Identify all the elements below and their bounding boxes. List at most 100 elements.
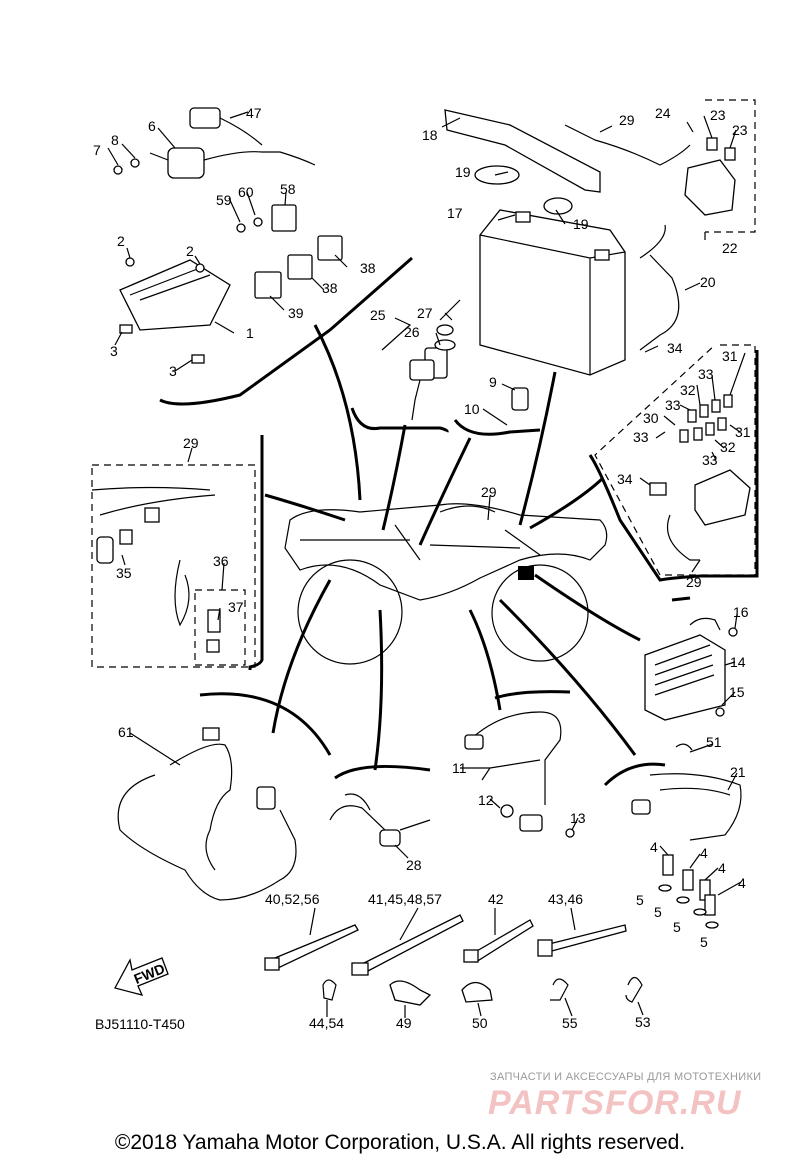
callout-44-54: 44,54 (309, 1015, 344, 1031)
callout-5a: 5 (636, 892, 644, 908)
callout-3b: 3 (169, 363, 177, 379)
callout-34b: 34 (617, 471, 633, 487)
callout-59: 59 (216, 192, 232, 208)
callout-4d: 4 (738, 875, 746, 891)
leader-lines (107, 111, 746, 1018)
fuses (679, 394, 733, 443)
callout-31b: 31 (735, 424, 751, 440)
callout-10: 10 (464, 401, 480, 417)
callout-3a: 3 (110, 343, 118, 359)
fuse-box (649, 469, 751, 561)
callout-38a: 38 (360, 260, 376, 276)
left-harness-group-outline (91, 464, 256, 668)
callout-21: 21 (730, 764, 746, 780)
callout-5b: 5 (654, 904, 662, 920)
callout-36: 36 (213, 553, 229, 569)
sensor-10 (511, 387, 529, 411)
main-switch (409, 299, 461, 421)
callout-2b: 2 (186, 243, 194, 259)
callout-61: 61 (118, 724, 134, 740)
callout-2a: 2 (117, 233, 125, 249)
callout-38b: 38 (322, 280, 338, 296)
cable-ties (264, 914, 627, 976)
callout-17: 17 (447, 205, 463, 221)
callout-5c: 5 (673, 919, 681, 935)
callout-22: 22 (722, 240, 738, 256)
callout-32b: 32 (720, 439, 736, 455)
callout-labels: 1 2 2 3 3 4 4 4 4 5 5 5 5 6 7 8 9 10 11 … (93, 105, 751, 1032)
callout-33d: 33 (702, 452, 718, 468)
callout-9: 9 (489, 374, 497, 390)
battery (479, 209, 626, 376)
callout-23b: 23 (732, 122, 748, 138)
callout-43-46: 43,46 (548, 891, 583, 907)
callout-53: 53 (635, 1014, 651, 1030)
callout-33b: 33 (665, 397, 681, 413)
copyright-notice: ©2018 Yamaha Motor Corporation, U.S.A. A… (114, 1131, 686, 1154)
callout-13: 13 (570, 810, 586, 826)
atv-outline (284, 503, 608, 665)
diagram-code: BJ51110-T450 (95, 1016, 185, 1032)
callout-12: 12 (478, 792, 494, 808)
callout-4c: 4 (718, 860, 726, 876)
callout-58: 58 (280, 181, 296, 197)
callout-33a: 33 (698, 366, 714, 382)
callout-29b: 29 (183, 435, 199, 451)
callout-40-52-56: 40,52,56 (265, 891, 320, 907)
sub-harness-61 (117, 727, 297, 901)
callout-49: 49 (396, 1015, 412, 1031)
callout-29d: 29 (686, 574, 702, 590)
callout-23a: 23 (710, 107, 726, 123)
callout-55: 55 (562, 1015, 578, 1031)
left-harness (91, 486, 221, 653)
callout-20: 20 (700, 274, 716, 290)
callout-35: 35 (116, 565, 132, 581)
callout-4a: 4 (650, 839, 658, 855)
callout-33c: 33 (633, 429, 649, 445)
callout-37: 37 (228, 599, 244, 615)
clamps (322, 976, 643, 1006)
callout-31a: 31 (722, 348, 738, 364)
fwd-arrow-label: FWD (132, 960, 168, 987)
callout-39: 39 (288, 305, 304, 321)
callout-4b: 4 (700, 845, 708, 861)
speed-sensor-lead (464, 711, 575, 838)
callout-47: 47 (246, 105, 262, 121)
callout-51: 51 (706, 734, 722, 750)
callout-42: 42 (488, 891, 504, 907)
sub-group-36-outline (194, 589, 246, 666)
callout-11: 11 (452, 760, 467, 776)
bolts-top-left (113, 158, 263, 273)
harness-21 (631, 743, 742, 841)
sensor-28-lead (329, 793, 431, 847)
starter-relay (684, 137, 736, 216)
relays (254, 204, 343, 299)
callout-29a: 29 (619, 112, 635, 128)
callout-50: 50 (472, 1015, 488, 1031)
callout-41-45-48-57: 41,45,48,57 (368, 891, 442, 907)
spark-plug-cap (189, 107, 263, 146)
battery-band (444, 109, 601, 215)
rectifier-regulator (644, 617, 738, 721)
callout-6: 6 (148, 118, 156, 134)
watermark-logo: PARTSFOR.RU (488, 1084, 742, 1122)
callout-25: 25 (370, 307, 386, 323)
callout-8: 8 (111, 132, 119, 148)
group-boundaries (159, 256, 759, 787)
callout-27: 27 (417, 305, 433, 321)
callout-14: 14 (730, 654, 746, 670)
callout-15: 15 (729, 684, 745, 700)
callout-18: 18 (422, 127, 438, 143)
callout-60: 60 (238, 184, 254, 200)
ignition-coil (149, 147, 316, 179)
callout-32a: 32 (680, 382, 696, 398)
callout-29c: 29 (481, 484, 497, 500)
watermark-tagline: ЗАПЧАСТИ И АКСЕССУАРЫ ДЛЯ МОТОТЕХНИКИ (490, 1071, 762, 1083)
fuse-box-group-outline (594, 344, 756, 576)
fwd-arrow-icon: FWD (114, 957, 169, 996)
callout-28: 28 (406, 857, 422, 873)
callout-26: 26 (404, 324, 420, 340)
ecu-unit (119, 259, 231, 364)
callout-19a: 19 (455, 164, 471, 180)
